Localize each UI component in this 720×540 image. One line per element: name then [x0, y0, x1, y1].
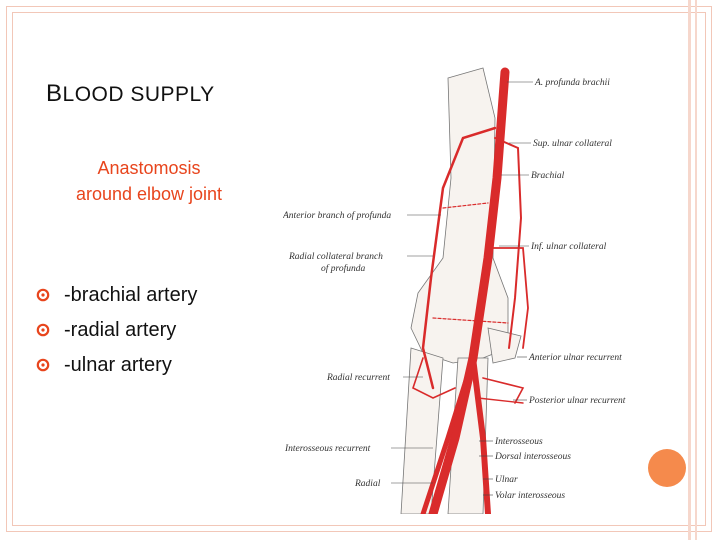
flower-bullet-icon	[36, 358, 50, 372]
title-initial: B	[46, 80, 63, 107]
slide-frame-inner	[12, 12, 706, 526]
bullet-text: -ulnar artery	[64, 354, 172, 376]
title-rest: LOOD SUPPLY	[62, 83, 215, 106]
label-radial-collateral-2: of profunda	[321, 263, 365, 274]
slide-frame-outer	[6, 6, 712, 532]
subtitle-line-1: Anastomosis	[97, 158, 201, 178]
artery-paths	[412, 67, 529, 514]
label-anterior-branch: Anterior branch of profunda	[283, 210, 391, 221]
bullet-item: -ulnar artery	[36, 352, 197, 387]
bullet-text: -brachial artery	[64, 284, 198, 306]
subtitle-line-2: around elbow joint	[75, 184, 223, 204]
label-radial-recurrent: Radial recurrent	[326, 373, 390, 383]
label-profunda-brachii: A. profunda brachii	[534, 77, 610, 88]
label-radial-collateral-1: Radial collateral branch	[288, 252, 383, 262]
elbow-artery-anatomy-illustration: A. profunda brachii Sup. ulnar collatera…	[283, 67, 626, 514]
leader-lines	[391, 81, 533, 496]
flower-bullet-icon	[36, 288, 50, 302]
label-brachial: Brachial	[531, 171, 565, 181]
bullet-text: -radial artery	[64, 319, 177, 341]
slide-title: BLOOD SUPPLY	[46, 80, 215, 108]
label-volar-interosseous: Volar interosseous	[495, 491, 565, 501]
decor-band	[688, 0, 691, 540]
bullet-item: -radial artery	[36, 317, 197, 352]
decor-band-2	[695, 0, 697, 540]
label-anterior-ulnar-recurrent: Anterior ulnar recurrent	[528, 353, 622, 363]
label-interosseous-recurrent: Interosseous recurrent	[284, 444, 371, 454]
label-posterior-ulnar-recurrent: Posterior ulnar recurrent	[528, 396, 626, 406]
label-dorsal-interosseous: Dorsal interosseous	[494, 452, 571, 462]
label-ulnar: Ulnar	[495, 475, 518, 485]
flower-bullet-icon	[36, 323, 50, 337]
bullet-list: -brachial artery -radial artery -ulnar a…	[36, 282, 198, 387]
label-interosseous: Interosseous	[494, 437, 543, 447]
label-sup-ulnar-collateral: Sup. ulnar collateral	[533, 139, 612, 149]
bullet-item: -brachial artery	[36, 282, 198, 317]
label-inf-ulnar-collateral: Inf. ulnar collateral	[530, 241, 607, 252]
decor-circle	[648, 449, 686, 487]
slide-subtitle: Anastomosis around elbow joint	[34, 155, 264, 207]
label-radial: Radial	[354, 479, 381, 489]
